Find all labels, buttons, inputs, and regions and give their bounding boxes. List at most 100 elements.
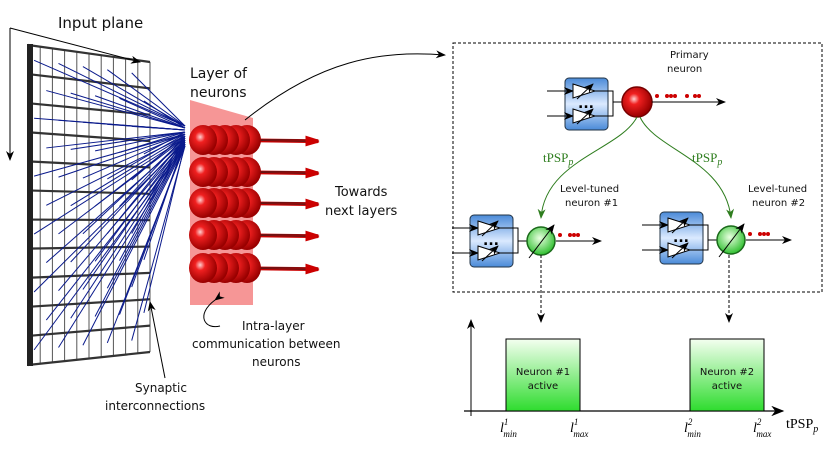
spike-dot	[762, 232, 766, 236]
synapse-line	[143, 100, 186, 129]
zoom-in-arrow	[244, 50, 446, 121]
neuron-sphere	[189, 188, 217, 218]
synapse-line	[107, 133, 186, 180]
neuron-sphere	[189, 125, 217, 155]
synapse-line	[58, 133, 186, 178]
synapse-line	[94, 139, 186, 262]
synapse-line	[33, 133, 186, 177]
synapse-line	[58, 63, 186, 127]
spike-dot	[655, 94, 659, 98]
synapse-line	[58, 137, 186, 235]
ellipsis: ...	[673, 230, 689, 246]
synapse-line	[82, 66, 186, 127]
synapse-line	[94, 135, 186, 207]
synapse-line	[131, 133, 186, 181]
primary-neuron-unit: ...	[547, 77, 726, 131]
intra-layer-arrow	[203, 291, 225, 328]
grid-line	[27, 350, 151, 367]
spike-dot	[758, 232, 762, 236]
spike-dot	[572, 233, 576, 237]
tuning-arrow	[528, 224, 555, 259]
summing-wire	[500, 227, 527, 254]
towards-label-1: Towards	[334, 185, 388, 200]
variable-weight-icon	[671, 242, 689, 259]
synapse-line	[33, 137, 186, 235]
synapse-line	[131, 72, 186, 127]
synapse-line	[119, 131, 186, 153]
spike-dot	[576, 233, 580, 237]
variable-weight-icon	[671, 217, 689, 234]
intra-label-3: neurons	[252, 355, 300, 369]
ellipsis: ...	[483, 233, 499, 249]
synapse-line	[143, 143, 186, 314]
grid-line	[27, 324, 151, 338]
grid-line	[27, 131, 151, 143]
spike-dot	[748, 232, 752, 236]
tpsp-connection-2	[639, 116, 735, 219]
synapse-line	[143, 139, 186, 261]
synapse-line	[94, 131, 186, 152]
synapse-line	[131, 125, 186, 131]
primary-label-1: Primary	[670, 50, 709, 61]
neuron-detail-box	[452, 42, 823, 293]
synapse-line	[94, 95, 186, 129]
neuron-1-active-region	[505, 338, 581, 412]
synapse-line	[45, 143, 186, 321]
level-tuned-neuron	[526, 226, 556, 256]
summing-wire	[690, 224, 717, 251]
synaptic-interconnections	[33, 59, 186, 351]
spike-dot	[669, 94, 673, 98]
variable-weight-icon	[481, 220, 499, 237]
level-tuned-neuron-1-unit: ...	[452, 214, 602, 268]
neuron-sphere	[189, 253, 217, 283]
spike-dot	[665, 94, 669, 98]
neuron-layer	[189, 125, 320, 283]
synapse-line	[106, 141, 186, 289]
layer-label-1: Layer of	[190, 66, 248, 82]
synapse-line	[70, 131, 186, 150]
input-plane-label: Input plane	[58, 14, 143, 32]
spike-dot	[673, 94, 677, 98]
variable-weight-icon	[576, 108, 594, 125]
synapse-line	[46, 90, 186, 129]
chart-x-label: tPSPp	[786, 417, 818, 435]
spike-dot	[697, 94, 701, 98]
spike-dot	[693, 94, 697, 98]
synapse-line	[82, 145, 186, 346]
synapse-line	[131, 137, 186, 234]
grid-line	[27, 189, 151, 195]
layer-label-2: neurons	[190, 85, 247, 101]
synaptic-pointer-arrow	[147, 301, 166, 379]
spike-dot	[568, 233, 572, 237]
neuron-1-box-label-2: active	[528, 381, 558, 392]
synapse-line	[46, 131, 186, 149]
neuron-1-box-label-1: Neuron #1	[516, 367, 570, 378]
lt1-label-2: neuron #1	[565, 198, 618, 209]
tpsp-label-1: tPSPp	[543, 150, 573, 168]
synapse-line	[94, 143, 186, 317]
variable-weight-icon	[576, 83, 594, 100]
spike-dot	[558, 233, 562, 237]
level-tuned-neuron-2-unit: ...	[642, 211, 792, 265]
synapse-line	[33, 59, 186, 127]
spike-dot	[766, 232, 770, 236]
synapse-line	[143, 135, 186, 208]
synapse-line	[107, 69, 186, 127]
neuron-sphere	[189, 157, 217, 187]
tuning-arrow	[718, 223, 745, 258]
intra-label-1: Intra-layer	[242, 319, 305, 333]
lt2-label-1: Level-tuned	[748, 184, 807, 195]
grid-line	[27, 298, 151, 308]
synapse-line	[119, 139, 186, 261]
neuron-2-box-label-2: active	[712, 381, 742, 392]
neuron-2-active-region	[689, 338, 765, 412]
spike-dot	[685, 94, 689, 98]
level-tuned-neuron	[716, 225, 746, 255]
lt1-label-1: Level-tuned	[560, 184, 619, 195]
primary-neuron	[621, 86, 653, 118]
